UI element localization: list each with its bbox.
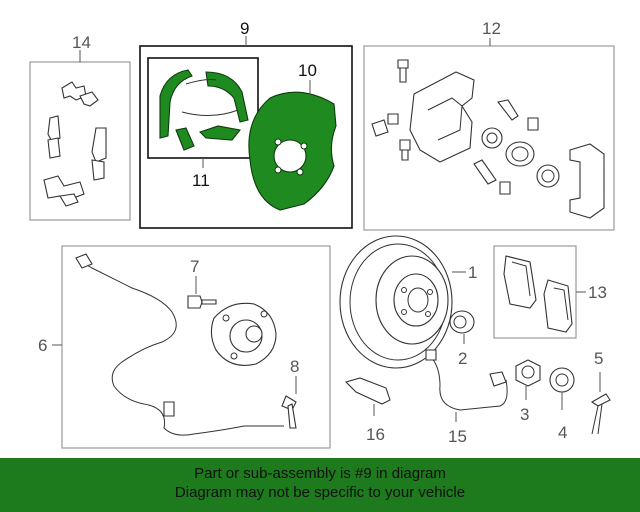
group-6-hub-sensor[interactable]: 6 7 8 — [38, 245, 331, 449]
group-12-caliper[interactable]: 12 — [363, 19, 615, 231]
group-6-box — [61, 245, 331, 449]
group-14-box — [29, 61, 131, 221]
brake-shoes-illustration — [159, 69, 249, 151]
group-9-parking-brake-assembly[interactable]: 9 11 10 — [139, 19, 353, 229]
callout-14: 14 — [72, 33, 91, 52]
caliper-illustration — [371, 59, 605, 219]
parts-diagram: 14 9 11 10 12 — [29, 19, 615, 449]
hub-illustration — [75, 253, 297, 436]
notice-banner: Part or sub-assembly is #9 in diagram Di… — [0, 458, 640, 512]
banner-line-2: Diagram may not be specific to your vehi… — [174, 484, 466, 501]
backing-plate-illustration — [248, 91, 337, 211]
hose-illustration — [425, 349, 508, 411]
pads-illustration — [503, 255, 573, 333]
callout-9: 9 — [240, 19, 249, 38]
pin-illustration — [590, 393, 611, 435]
callout-2: 2 — [458, 349, 467, 368]
part-3-nut[interactable]: 3 — [515, 359, 541, 424]
banner-line-1: Part or sub-assembly is #9 in diagram — [194, 465, 446, 482]
callout-10: 10 — [298, 61, 317, 80]
callout-16: 16 — [366, 425, 385, 444]
nut-illustration — [515, 359, 541, 387]
shim-illustration — [344, 377, 391, 405]
cap-illustration — [449, 310, 475, 334]
callout-1: 1 — [468, 263, 477, 282]
callout-12: 12 — [482, 19, 501, 38]
part-4-seal[interactable]: 4 — [549, 367, 575, 442]
part-1-rotor[interactable]: 1 — [339, 235, 477, 369]
group-14-hardware-kit[interactable]: 14 — [29, 33, 131, 221]
seal-illustration — [549, 367, 575, 393]
clips-illustration — [43, 81, 107, 207]
group-12-box — [363, 45, 615, 231]
part-5-cotter-pin[interactable]: 5 — [590, 349, 611, 435]
callout-13: 13 — [588, 283, 607, 302]
part-2-cap[interactable]: 2 — [449, 310, 475, 368]
group-13-pads[interactable]: 13 — [493, 245, 607, 339]
rotor-illustration — [339, 235, 453, 369]
callout-11: 11 — [192, 171, 210, 190]
callout-8: 8 — [290, 357, 299, 376]
callout-15: 15 — [448, 427, 467, 446]
callout-4: 4 — [558, 423, 567, 442]
part-16-shim[interactable]: 16 — [344, 377, 391, 444]
callout-5: 5 — [594, 349, 603, 368]
callout-3: 3 — [520, 405, 529, 424]
callout-7: 7 — [190, 257, 199, 276]
part-15-hose[interactable]: 15 — [425, 349, 508, 446]
callout-6: 6 — [38, 336, 47, 355]
